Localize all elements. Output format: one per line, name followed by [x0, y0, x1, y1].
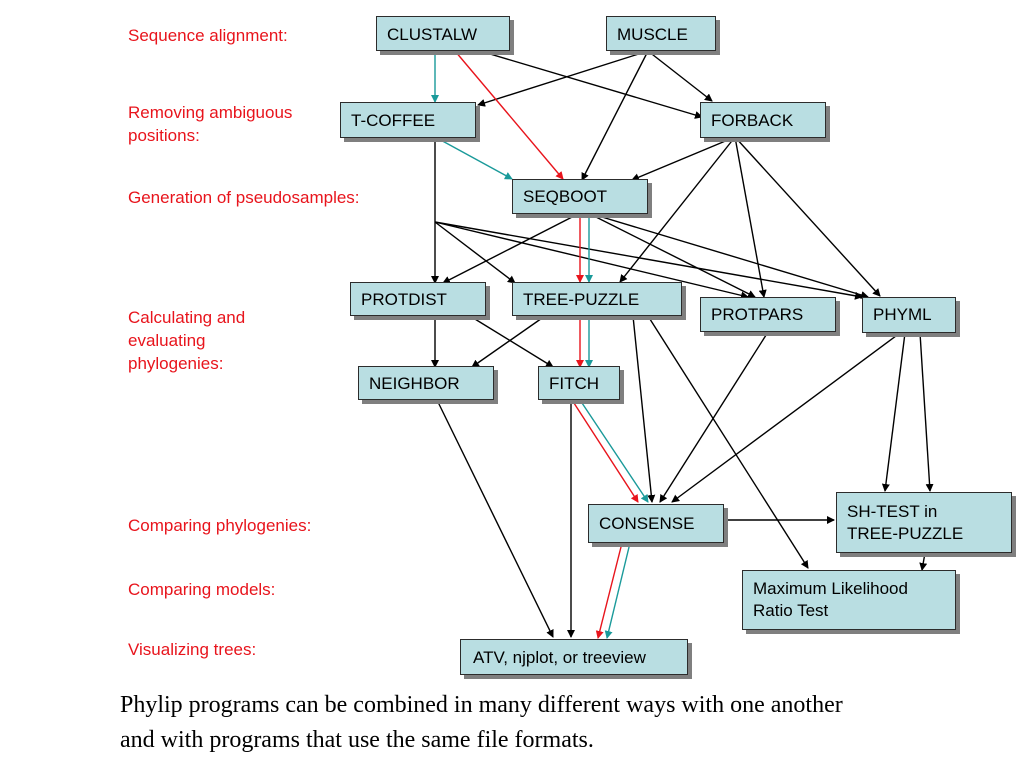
node-neighbor: NEIGHBOR: [358, 366, 494, 400]
label-comparing-phylogenies: Comparing phylogenies:: [128, 516, 312, 535]
arrow-tcoffee-treepuzzle: [434, 221, 516, 284]
node-forback: FORBACK: [700, 102, 826, 138]
label-calculating-line3: phylogenies:: [128, 354, 224, 373]
node-phyml: PHYML: [862, 297, 956, 333]
arrow-muscle-tcoffee: [477, 50, 649, 107]
node-atv-njplot-treeview: ATV, njplot, or treeview: [460, 639, 688, 675]
arrow-treepuzzle-mlrt: [647, 315, 809, 569]
label-generation-pseudosamples: Generation of pseudosamples:: [128, 188, 360, 207]
arrow-seqboot-protdist: [442, 213, 579, 284]
label-calculating-line1: Calculating and: [128, 308, 246, 327]
node-fitch: FITCH: [538, 366, 620, 400]
node-muscle-label: MUSCLE: [617, 25, 688, 44]
node-seqboot: SEQBOOT: [512, 179, 648, 214]
arrow-treepuzzle-neighbor: [471, 315, 546, 368]
node-tcoffee: T-COFFEE: [340, 102, 476, 138]
node-atv-label: ATV, njplot, or treeview: [473, 648, 646, 667]
arrow-clustalw-forback: [479, 50, 703, 119]
node-shtest: SH-TEST in TREE-PUZZLE: [836, 492, 1012, 553]
label-sequence-alignment: Sequence alignment:: [128, 26, 288, 45]
node-shtest-line2: TREE-PUZZLE: [847, 524, 964, 543]
arrow-red-clustalw-seqboot: [454, 50, 564, 180]
arrow-seqboot-phyml: [591, 213, 869, 299]
arrow-phyml-shtest-2: [919, 332, 934, 492]
node-seqboot-label: SEQBOOT: [523, 187, 608, 206]
arrow-shtest-mlrt: [919, 552, 928, 571]
node-protpars-label: PROTPARS: [711, 305, 804, 324]
node-tcoffee-label: T-COFFEE: [351, 111, 436, 130]
arrow-red-consense-atv: [595, 542, 623, 639]
arrow-forback-phyml: [734, 136, 881, 297]
node-consense-label: CONSENSE: [599, 514, 695, 533]
arrow-phyml-shtest-1: [881, 332, 906, 492]
arrow-phyml-consense: [671, 332, 901, 503]
node-mlrt-line1: Maximum Likelihood: [753, 579, 908, 598]
arrow-teal-tcoffee-seqboot: [436, 137, 513, 180]
label-calculating-phylogenies: Calculating and evaluating phylogenies:: [128, 306, 245, 375]
arrow-muscle-seqboot: [581, 50, 649, 181]
arrow-teal-fitch-consense: [579, 399, 649, 503]
label-removing-line2: positions:: [128, 126, 200, 145]
arrow-red-fitch-consense: [571, 399, 639, 503]
arrow-teal-consense-atv: [604, 542, 631, 639]
label-visualizing-trees: Visualizing trees:: [128, 640, 257, 659]
caption-line2: and with programs that use the same file…: [120, 727, 594, 753]
label-comparing-models: Comparing models:: [128, 580, 276, 599]
node-muscle: MUSCLE: [606, 16, 716, 51]
node-treepuzzle-label: TREE-PUZZLE: [523, 290, 640, 309]
node-mlrt-line2: Ratio Test: [753, 601, 829, 620]
node-protpars: PROTPARS: [700, 297, 836, 332]
arrow-protdist-fitch: [469, 315, 554, 368]
arrow-protpars-consense: [659, 331, 769, 503]
arrow-tcoffee-phyml: [434, 221, 863, 300]
node-clustalw: CLUSTALW: [376, 16, 510, 51]
arrow-seqboot-protpars: [589, 213, 756, 298]
arrow-treepuzzle-consense: [632, 315, 656, 503]
arrow-neighbor-atv: [436, 399, 554, 638]
node-protdist: PROTDIST: [350, 282, 486, 316]
node-consense: CONSENSE: [588, 504, 724, 543]
label-removing-ambiguous: Removing ambiguous positions:: [128, 101, 292, 147]
node-forback-label: FORBACK: [711, 111, 794, 130]
arrow-forback-protpars: [734, 136, 767, 298]
node-fitch-label: FITCH: [549, 374, 600, 393]
node-phyml-label: PHYML: [873, 305, 932, 324]
node-clustalw-label: CLUSTALW: [387, 25, 478, 44]
node-protdist-label: PROTDIST: [361, 290, 447, 309]
node-treepuzzle: TREE-PUZZLE: [512, 282, 682, 316]
node-max-likelihood-ratio-test: Maximum Likelihood Ratio Test: [742, 570, 956, 630]
arrow-tcoffee-protpars: [434, 221, 749, 300]
arrow-muscle-forback: [647, 50, 713, 102]
caption: Phylip programs can be combined in many …: [120, 688, 1000, 758]
node-neighbor-label: NEIGHBOR: [369, 374, 460, 393]
node-shtest-line1: SH-TEST in: [847, 502, 938, 521]
label-calculating-line2: evaluating: [128, 331, 206, 350]
label-removing-line1: Removing ambiguous: [128, 103, 293, 122]
arrow-forback-seqboot: [631, 136, 736, 181]
caption-line1: Phylip programs can be combined in many …: [120, 692, 843, 718]
